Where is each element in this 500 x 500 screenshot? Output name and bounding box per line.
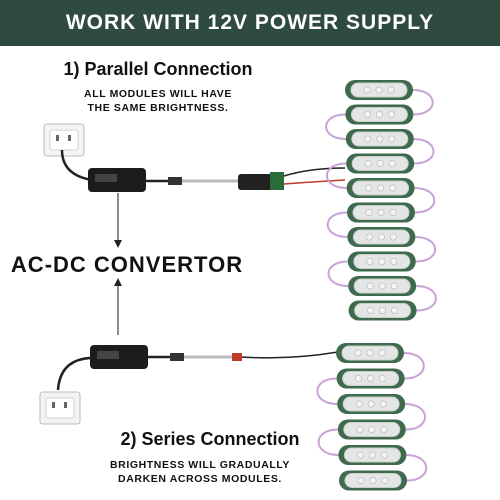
led-module — [346, 178, 415, 198]
header-banner: WORK WITH 12V POWER SUPPLY — [0, 0, 500, 46]
banner-title: WORK WITH 12V POWER SUPPLY — [65, 11, 435, 34]
led-module — [338, 445, 407, 465]
led-module — [347, 251, 416, 272]
led-module — [339, 470, 407, 491]
power-adapter-bottom — [90, 345, 148, 369]
parallel-note-line2: THE SAME BRIGHTNESS. — [87, 102, 229, 114]
led-module — [337, 394, 406, 414]
led-module — [337, 419, 406, 440]
led-module — [345, 129, 414, 149]
led-module — [336, 343, 404, 363]
led-module — [345, 80, 413, 100]
led-module — [348, 300, 417, 321]
parallel-note-line1: ALL MODULES WILL HAVE — [84, 88, 232, 100]
series-title: 2) Series Connection — [120, 429, 300, 449]
series-note-line2: DARKEN ACROSS MODULES. — [118, 473, 282, 485]
dc-connector-top — [238, 172, 284, 190]
series-led-strip — [316, 343, 428, 491]
series-note-line1: BRIGHTNESS WILL GRADUALLY — [109, 459, 291, 471]
convertor-label: AC-DC CONVERTOR — [10, 252, 244, 277]
wall-socket-top — [43, 123, 85, 157]
led-module — [348, 276, 417, 296]
led-module — [347, 227, 416, 247]
power-adapter-top — [88, 168, 146, 192]
led-module — [336, 368, 405, 389]
wall-socket-bottom — [39, 391, 81, 425]
parallel-led-strip — [325, 80, 437, 321]
led-module — [346, 153, 415, 174]
led-module — [345, 104, 414, 125]
led-module — [347, 202, 415, 223]
parallel-title: 1) Parallel Connection — [63, 59, 253, 79]
